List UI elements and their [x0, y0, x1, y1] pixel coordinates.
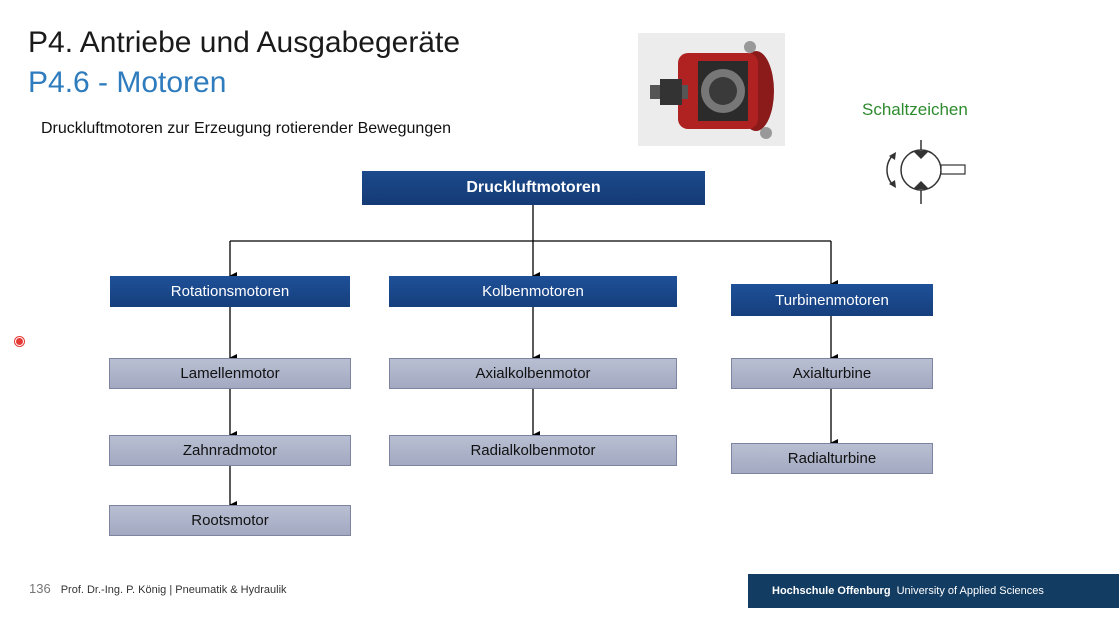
- slide-title: P4. Antriebe und Ausgabegeräte: [28, 26, 461, 59]
- motor-photo: [638, 33, 785, 146]
- pointer-cursor: [15, 337, 24, 346]
- institution-name: Hochschule Offenburg: [772, 585, 891, 597]
- node-rootsmotor: Rootsmotor: [109, 505, 351, 536]
- slide-subtitle: P4.6 - Motoren: [28, 66, 227, 99]
- page-number: 136: [29, 581, 51, 596]
- symbol-label: Schaltzeichen: [862, 100, 968, 119]
- node-zahnradmotor: Zahnradmotor: [109, 435, 351, 466]
- lead-text: Druckluftmotoren zur Erzeugung rotierend…: [41, 120, 452, 137]
- institution-subtitle: University of Applied Sciences: [896, 585, 1044, 597]
- node-kolbenmotoren: Kolbenmotoren: [389, 276, 677, 307]
- node-druckluftmotoren: Druckluftmotoren: [362, 171, 705, 205]
- node-radialturbine: Radialturbine: [731, 443, 933, 474]
- node-radialkolbenmotor: Radialkolbenmotor: [389, 435, 677, 466]
- footer-institution-bar: Hochschule Offenburg University of Applie…: [748, 574, 1119, 608]
- pneumatic-motor-symbol: [880, 140, 970, 215]
- footer-author: Prof. Dr.-Ing. P. König | Pneumatik & Hy…: [60, 584, 287, 596]
- node-axialturbine: Axialturbine: [731, 358, 933, 389]
- footer-credits: 136 Prof. Dr.-Ing. P. König | Pneumatik &…: [29, 581, 287, 596]
- node-rotationsmotoren: Rotationsmotoren: [110, 276, 350, 307]
- node-lamellenmotor: Lamellenmotor: [109, 358, 351, 389]
- node-axialkolbenmotor: Axialkolbenmotor: [389, 358, 677, 389]
- node-turbinenmotoren: Turbinenmotoren: [731, 284, 933, 316]
